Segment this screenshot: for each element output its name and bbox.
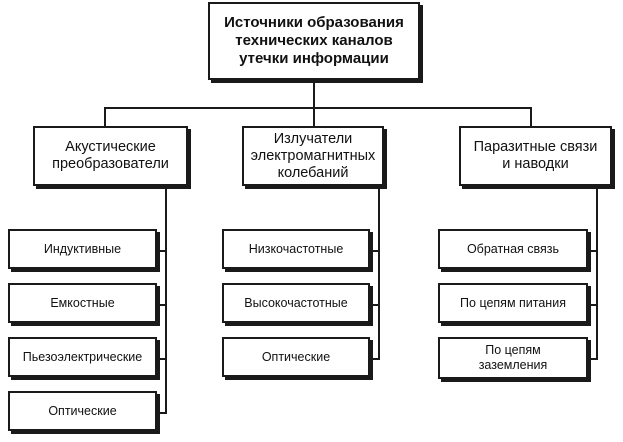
- leaf-node: Высокочастотные: [222, 283, 370, 323]
- leaf-node: Низкочастотные: [222, 229, 370, 269]
- leaf-node: Пьезоэлектрические: [8, 337, 157, 377]
- leaf-node: Емкостные: [8, 283, 157, 323]
- leaf-node: Оптические: [222, 337, 370, 377]
- leaf-label: Высокочастотные: [244, 295, 348, 310]
- category-node-emitters: Излучатели электромагнитных колебаний: [242, 126, 384, 186]
- leaf-label: По цепям заземления: [478, 343, 548, 372]
- category-node-acoustic: Акустические преобразователи: [33, 126, 188, 186]
- category-label: Излучатели электромагнитных колебаний: [250, 130, 376, 181]
- leaf-label: Индуктивные: [43, 241, 122, 256]
- category-label: Акустические преобразователи: [52, 139, 169, 172]
- leaf-label: По цепям питания: [460, 295, 566, 310]
- leaf-label: Емкостные: [50, 295, 115, 310]
- leaf-node: По цепям заземления: [438, 337, 588, 379]
- leaf-label: Низкочастотные: [248, 241, 344, 256]
- leaf-label: Оптические: [48, 403, 117, 418]
- category-node-parasitic: Паразитные связи и наводки: [459, 126, 612, 186]
- category-label: Паразитные связи и наводки: [473, 139, 598, 172]
- leaf-label: Оптические: [261, 349, 331, 364]
- leaf-node: Индуктивные: [8, 229, 157, 269]
- leaf-node: Оптические: [8, 391, 157, 431]
- root-node: Источники образования технических канало…: [208, 2, 420, 80]
- leaf-node: По цепям питания: [438, 283, 588, 323]
- leaf-label: Пьезоэлектрические: [22, 349, 143, 364]
- leaf-label: Обратная связь: [466, 241, 560, 256]
- root-title: Источники образования технических канало…: [224, 14, 404, 67]
- leaf-node: Обратная связь: [438, 229, 588, 269]
